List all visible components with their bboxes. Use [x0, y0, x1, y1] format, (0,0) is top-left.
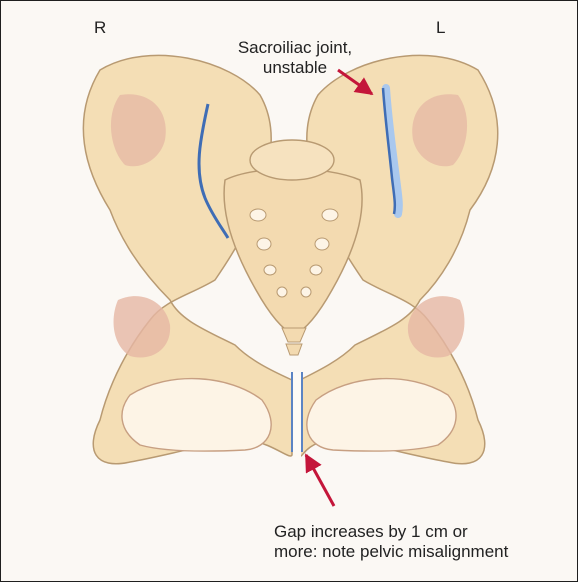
- gap-annotation: Gap increases by 1 cm or more: note pelv…: [274, 522, 508, 561]
- joint-annotation: Sacroiliac joint, unstable: [210, 38, 380, 77]
- gap-label-line1: Gap increases by 1 cm or: [274, 522, 508, 542]
- pubic-symphysis-gap: [292, 372, 302, 460]
- right-side-label: R: [94, 18, 106, 38]
- joint-label-line2: unstable: [210, 58, 380, 78]
- joint-label-line1: Sacroiliac joint,: [210, 38, 380, 58]
- gap-label-line2: more: note pelvic misalignment: [274, 542, 508, 562]
- coccyx: [282, 328, 306, 355]
- gap-arrow: [306, 455, 334, 506]
- left-side-label: L: [436, 18, 445, 38]
